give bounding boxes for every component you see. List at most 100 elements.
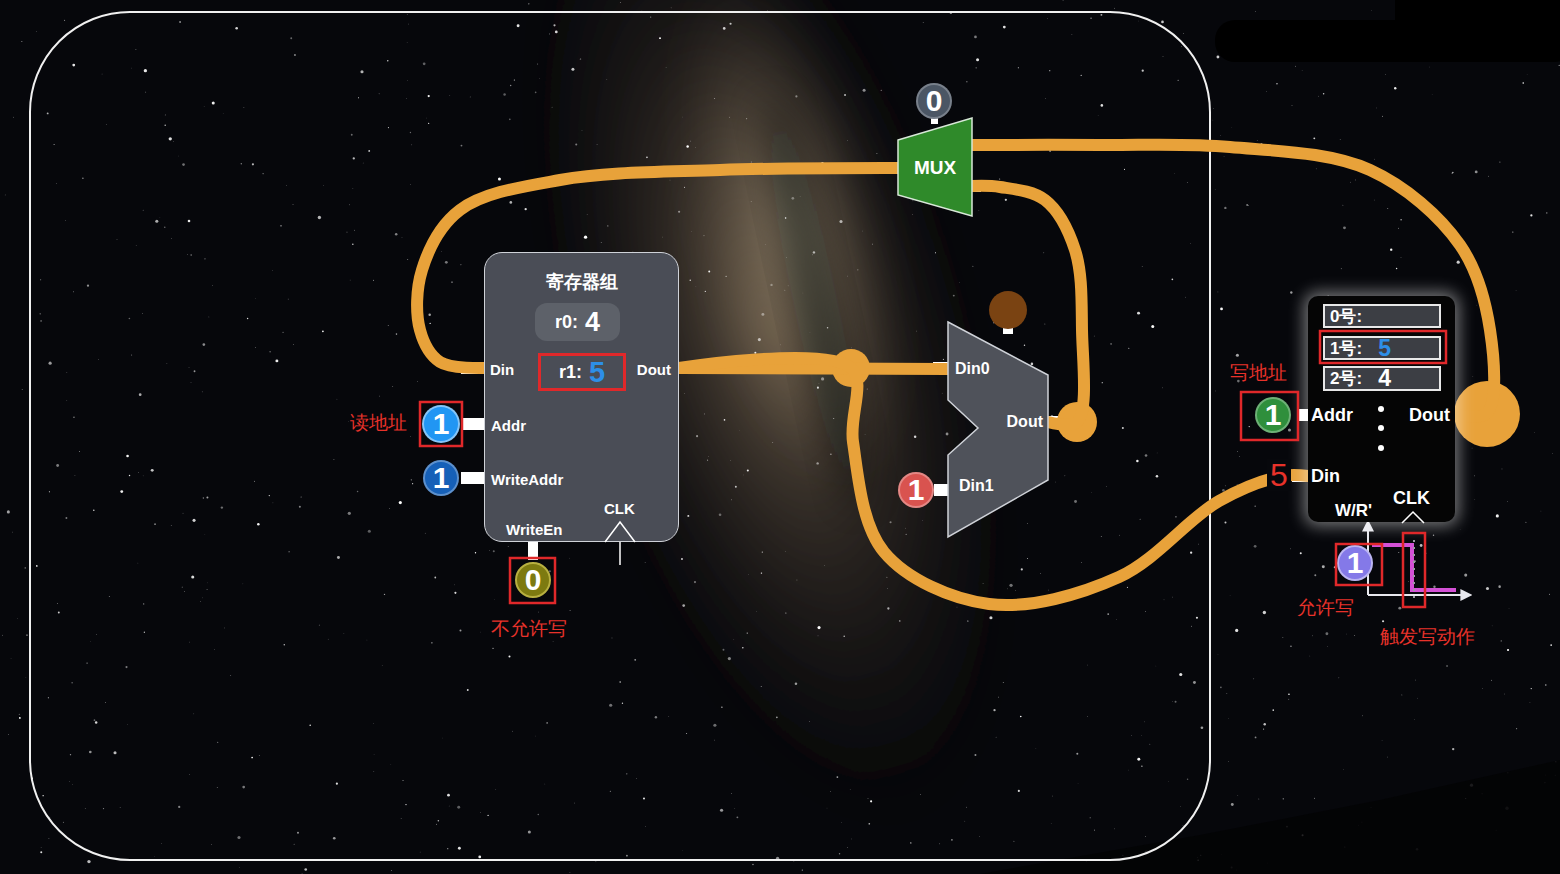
star <box>1530 214 1532 216</box>
star <box>447 794 450 797</box>
star <box>1050 823 1052 825</box>
star <box>1236 354 1239 357</box>
star <box>1309 655 1311 657</box>
star <box>378 93 380 95</box>
star <box>151 469 154 472</box>
star <box>1414 560 1416 562</box>
star <box>352 243 354 245</box>
star <box>94 719 96 721</box>
star <box>1264 723 1266 725</box>
star <box>1300 552 1302 554</box>
star <box>178 155 180 157</box>
star <box>537 63 538 64</box>
star <box>1161 21 1164 24</box>
star <box>622 703 623 704</box>
pin <box>1297 409 1308 421</box>
star <box>1343 769 1345 771</box>
register-text: 4 <box>585 309 600 336</box>
register-text: r0: <box>555 313 578 331</box>
star <box>1272 709 1274 711</box>
star <box>886 577 887 578</box>
star <box>373 723 375 725</box>
star <box>1156 452 1158 454</box>
star <box>1196 617 1198 619</box>
star <box>1408 580 1410 582</box>
star <box>368 530 371 533</box>
star <box>1137 20 1139 22</box>
data-wire <box>972 145 1494 417</box>
star <box>922 22 924 24</box>
star <box>10 657 12 659</box>
star <box>669 179 671 181</box>
star <box>1295 65 1297 67</box>
input-signal: 1 <box>898 472 934 508</box>
star <box>36 565 38 567</box>
star <box>1149 743 1151 745</box>
star <box>105 124 107 126</box>
star <box>1087 716 1089 718</box>
star <box>982 583 984 585</box>
star <box>1228 718 1230 720</box>
star <box>95 721 98 724</box>
star <box>1091 492 1093 494</box>
star <box>488 815 489 816</box>
star <box>862 230 864 232</box>
pin-label: WriteAddr <box>491 472 563 487</box>
star <box>1334 566 1336 568</box>
star <box>184 590 186 592</box>
star <box>857 269 858 270</box>
star <box>714 739 716 741</box>
star <box>906 534 907 535</box>
star <box>388 508 390 510</box>
star <box>575 143 577 145</box>
star <box>995 736 997 738</box>
star <box>1151 325 1154 328</box>
star <box>922 519 924 521</box>
star <box>1024 344 1025 345</box>
star <box>730 459 732 461</box>
star <box>729 116 731 118</box>
star <box>978 210 980 212</box>
star <box>714 98 716 100</box>
redaction-bar <box>1215 20 1560 62</box>
star <box>723 649 725 651</box>
star <box>975 67 976 68</box>
star <box>816 462 818 464</box>
star <box>690 280 691 281</box>
star <box>1076 753 1078 755</box>
data-selector-shape <box>948 322 1048 537</box>
star <box>410 184 412 186</box>
star <box>1231 803 1234 806</box>
pin <box>461 472 484 484</box>
star <box>721 707 722 708</box>
star <box>349 279 351 281</box>
star <box>269 351 270 352</box>
star <box>1097 115 1099 117</box>
star <box>238 867 240 869</box>
pin-label: WriteEn <box>506 522 562 537</box>
star <box>743 474 745 476</box>
star <box>1142 70 1144 72</box>
dust-lane <box>750 90 880 510</box>
star <box>144 632 145 633</box>
star <box>910 842 911 843</box>
star <box>1141 734 1143 736</box>
star <box>336 398 338 400</box>
star <box>1237 451 1239 453</box>
star <box>1137 312 1140 315</box>
star <box>868 823 870 825</box>
star <box>509 119 511 121</box>
star <box>101 73 103 75</box>
star <box>1255 506 1256 507</box>
star <box>2 634 4 636</box>
star <box>286 185 288 187</box>
star <box>108 596 110 598</box>
star <box>1452 172 1453 173</box>
star <box>643 797 645 799</box>
star <box>742 647 744 649</box>
highlight-boxes <box>420 331 1446 607</box>
star <box>1545 684 1547 686</box>
star <box>747 632 748 633</box>
star <box>1048 589 1050 591</box>
star <box>204 533 206 535</box>
